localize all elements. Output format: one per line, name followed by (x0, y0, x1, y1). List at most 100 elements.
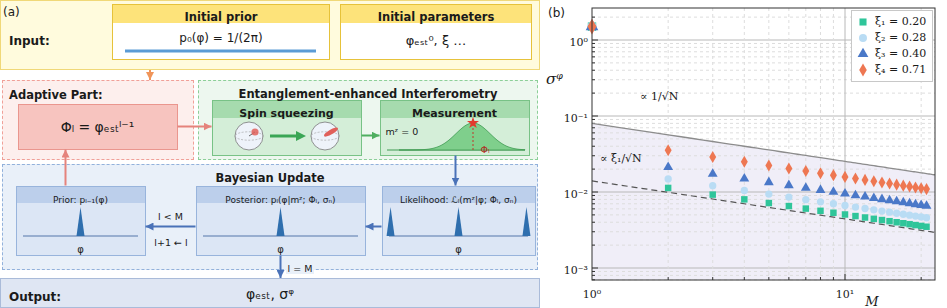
plain-label: 10⁻² (564, 188, 588, 201)
flow-arrow (366, 226, 382, 228)
tick-mark (592, 268, 598, 269)
data-point (893, 210, 900, 217)
data-point (878, 176, 885, 188)
data-point (912, 181, 919, 193)
data-point (900, 220, 906, 226)
data-point (830, 169, 837, 181)
data-point (842, 171, 849, 183)
data-point (741, 156, 748, 168)
squeezed-noise (322, 125, 338, 137)
data-point (877, 194, 887, 203)
data-point (665, 185, 671, 191)
grid-line (592, 214, 935, 215)
edge-label-holder: l = M (286, 257, 315, 276)
data-point (785, 193, 792, 200)
data-point (709, 191, 715, 197)
text-holder: φ (383, 238, 535, 257)
node-title: Spin squeezing (239, 107, 333, 120)
text-holder: Initial parameters (341, 6, 531, 25)
data-point (869, 192, 879, 201)
data-point (817, 167, 824, 179)
plain-label: 10⁻¹ (564, 112, 588, 125)
grid-line (592, 132, 935, 133)
posterior-box: Posterior: pₗ(φ|mᶻ; Φₗ, σₙ)φ (196, 186, 366, 256)
data-point (852, 203, 859, 210)
data-point (851, 190, 861, 199)
plain-label: 10⁰ (570, 36, 588, 49)
node-title: Initial prior (185, 10, 258, 24)
grid-line (592, 203, 935, 204)
node-title: Initial parameters (378, 10, 495, 24)
legend-entry: ξ₂ = 0.28 (856, 30, 926, 46)
data-point (841, 202, 848, 209)
text-holder: Spin squeezing (213, 102, 361, 121)
likelihood-box: Likelihood: ℒₗ(mᶻ|φ; Φₗ, σₙ) φ (382, 186, 536, 256)
node-title: Likelihood: ℒₗ(mᶻ|φ; Φₗ, σₙ) (400, 195, 517, 205)
flow-arrow (455, 156, 457, 186)
data-point (923, 223, 929, 229)
legend-text: ξ₂ = 0.28 (875, 31, 926, 44)
data-point (765, 159, 772, 171)
text-holder: φₑₛₜ, σᵠ (1, 284, 539, 303)
plain-label: 10⁰ (583, 288, 601, 301)
text-holder: Initial prior (113, 6, 329, 25)
label-holder: 10⁰ (583, 283, 601, 302)
grid-line (788, 8, 789, 280)
node-title: Measurement (412, 107, 497, 120)
data-point (900, 180, 907, 192)
prior-box: Initial prior p₀(φ) = 1/(2π) (112, 4, 330, 60)
text-holder: Likelihood: ℒₗ(mᶻ|φ; Φₗ, σₙ) (383, 188, 535, 207)
data-point (741, 196, 747, 202)
data-point (663, 161, 673, 170)
node-text: p₀(φ) = 1/(2π) (179, 31, 262, 45)
plain-label: (b) (548, 6, 565, 20)
data-point (923, 214, 930, 221)
data-point (878, 207, 885, 214)
node-text: Φₗ (481, 144, 490, 155)
parameter-box: Initial parameters φₑₛₜ⁰, ξ … (340, 4, 532, 60)
adaptive-panel: Adaptive Part: Φₗ = φₑₛₜˡ⁻¹ (2, 80, 194, 160)
data-point (785, 162, 792, 174)
data-point (885, 195, 895, 204)
label-holder: 10⁻¹ (564, 107, 588, 126)
data-point (861, 205, 868, 212)
legend-text: ξ₄ = 0.71 (875, 63, 926, 76)
grid-line (592, 146, 935, 147)
text-holder: φ (197, 238, 365, 257)
text-holder: Adaptive Part: (9, 84, 103, 103)
distribution-peak (276, 207, 284, 236)
data-point (862, 174, 869, 186)
plain-label: σᵠ (546, 70, 563, 88)
data-point (764, 177, 774, 186)
uniform-prior-line (125, 50, 316, 53)
node-text: φₑₛₜ⁰, ξ … (406, 33, 467, 48)
flow-arrow (146, 226, 196, 228)
squeezed-bound-line (592, 181, 935, 233)
grid-line (592, 275, 935, 276)
bayesian-panel: Bayesian UpdatePrior: pₗ₋₁(φ)φPosterior:… (2, 164, 538, 270)
chart-legend: ξ₁ = 0.20ξ₂ = 0.28ξ₃ = 0.40ξ₄ = 0.71 (851, 10, 933, 82)
grid-line (592, 127, 935, 128)
plot-frame (592, 8, 935, 280)
node-title: Φₗ = φₑₛₜˡ⁻¹ (61, 119, 135, 135)
plain-label: 10⁻³ (564, 264, 588, 277)
bloch-sphere (235, 122, 263, 150)
plain-label: l+1 ← l (154, 237, 187, 248)
data-point (922, 200, 932, 209)
data-point (828, 186, 838, 195)
data-point (709, 151, 716, 163)
label-holder: 10⁰ (570, 31, 588, 50)
node-title: Bayesian Update (215, 171, 324, 185)
label-holder: ∝ ξ₁/√N (600, 147, 642, 166)
text-holder: mᶻ = 0 (386, 120, 419, 139)
data-point (842, 211, 848, 217)
flow-arrow (178, 126, 212, 128)
squeeze-arrowhead (296, 131, 306, 141)
data-point (802, 165, 809, 177)
legend-marker (856, 47, 870, 61)
edge-label: l = M (286, 263, 315, 274)
text-holder: Prior: pₗ₋₁(φ) (17, 188, 145, 207)
text-holder: Entanglement-enhanced Interferometry (199, 83, 537, 102)
interferometry-panel: Entanglement-enhanced InterferometrySpin… (198, 80, 538, 160)
text-holder: Input: (9, 30, 50, 49)
